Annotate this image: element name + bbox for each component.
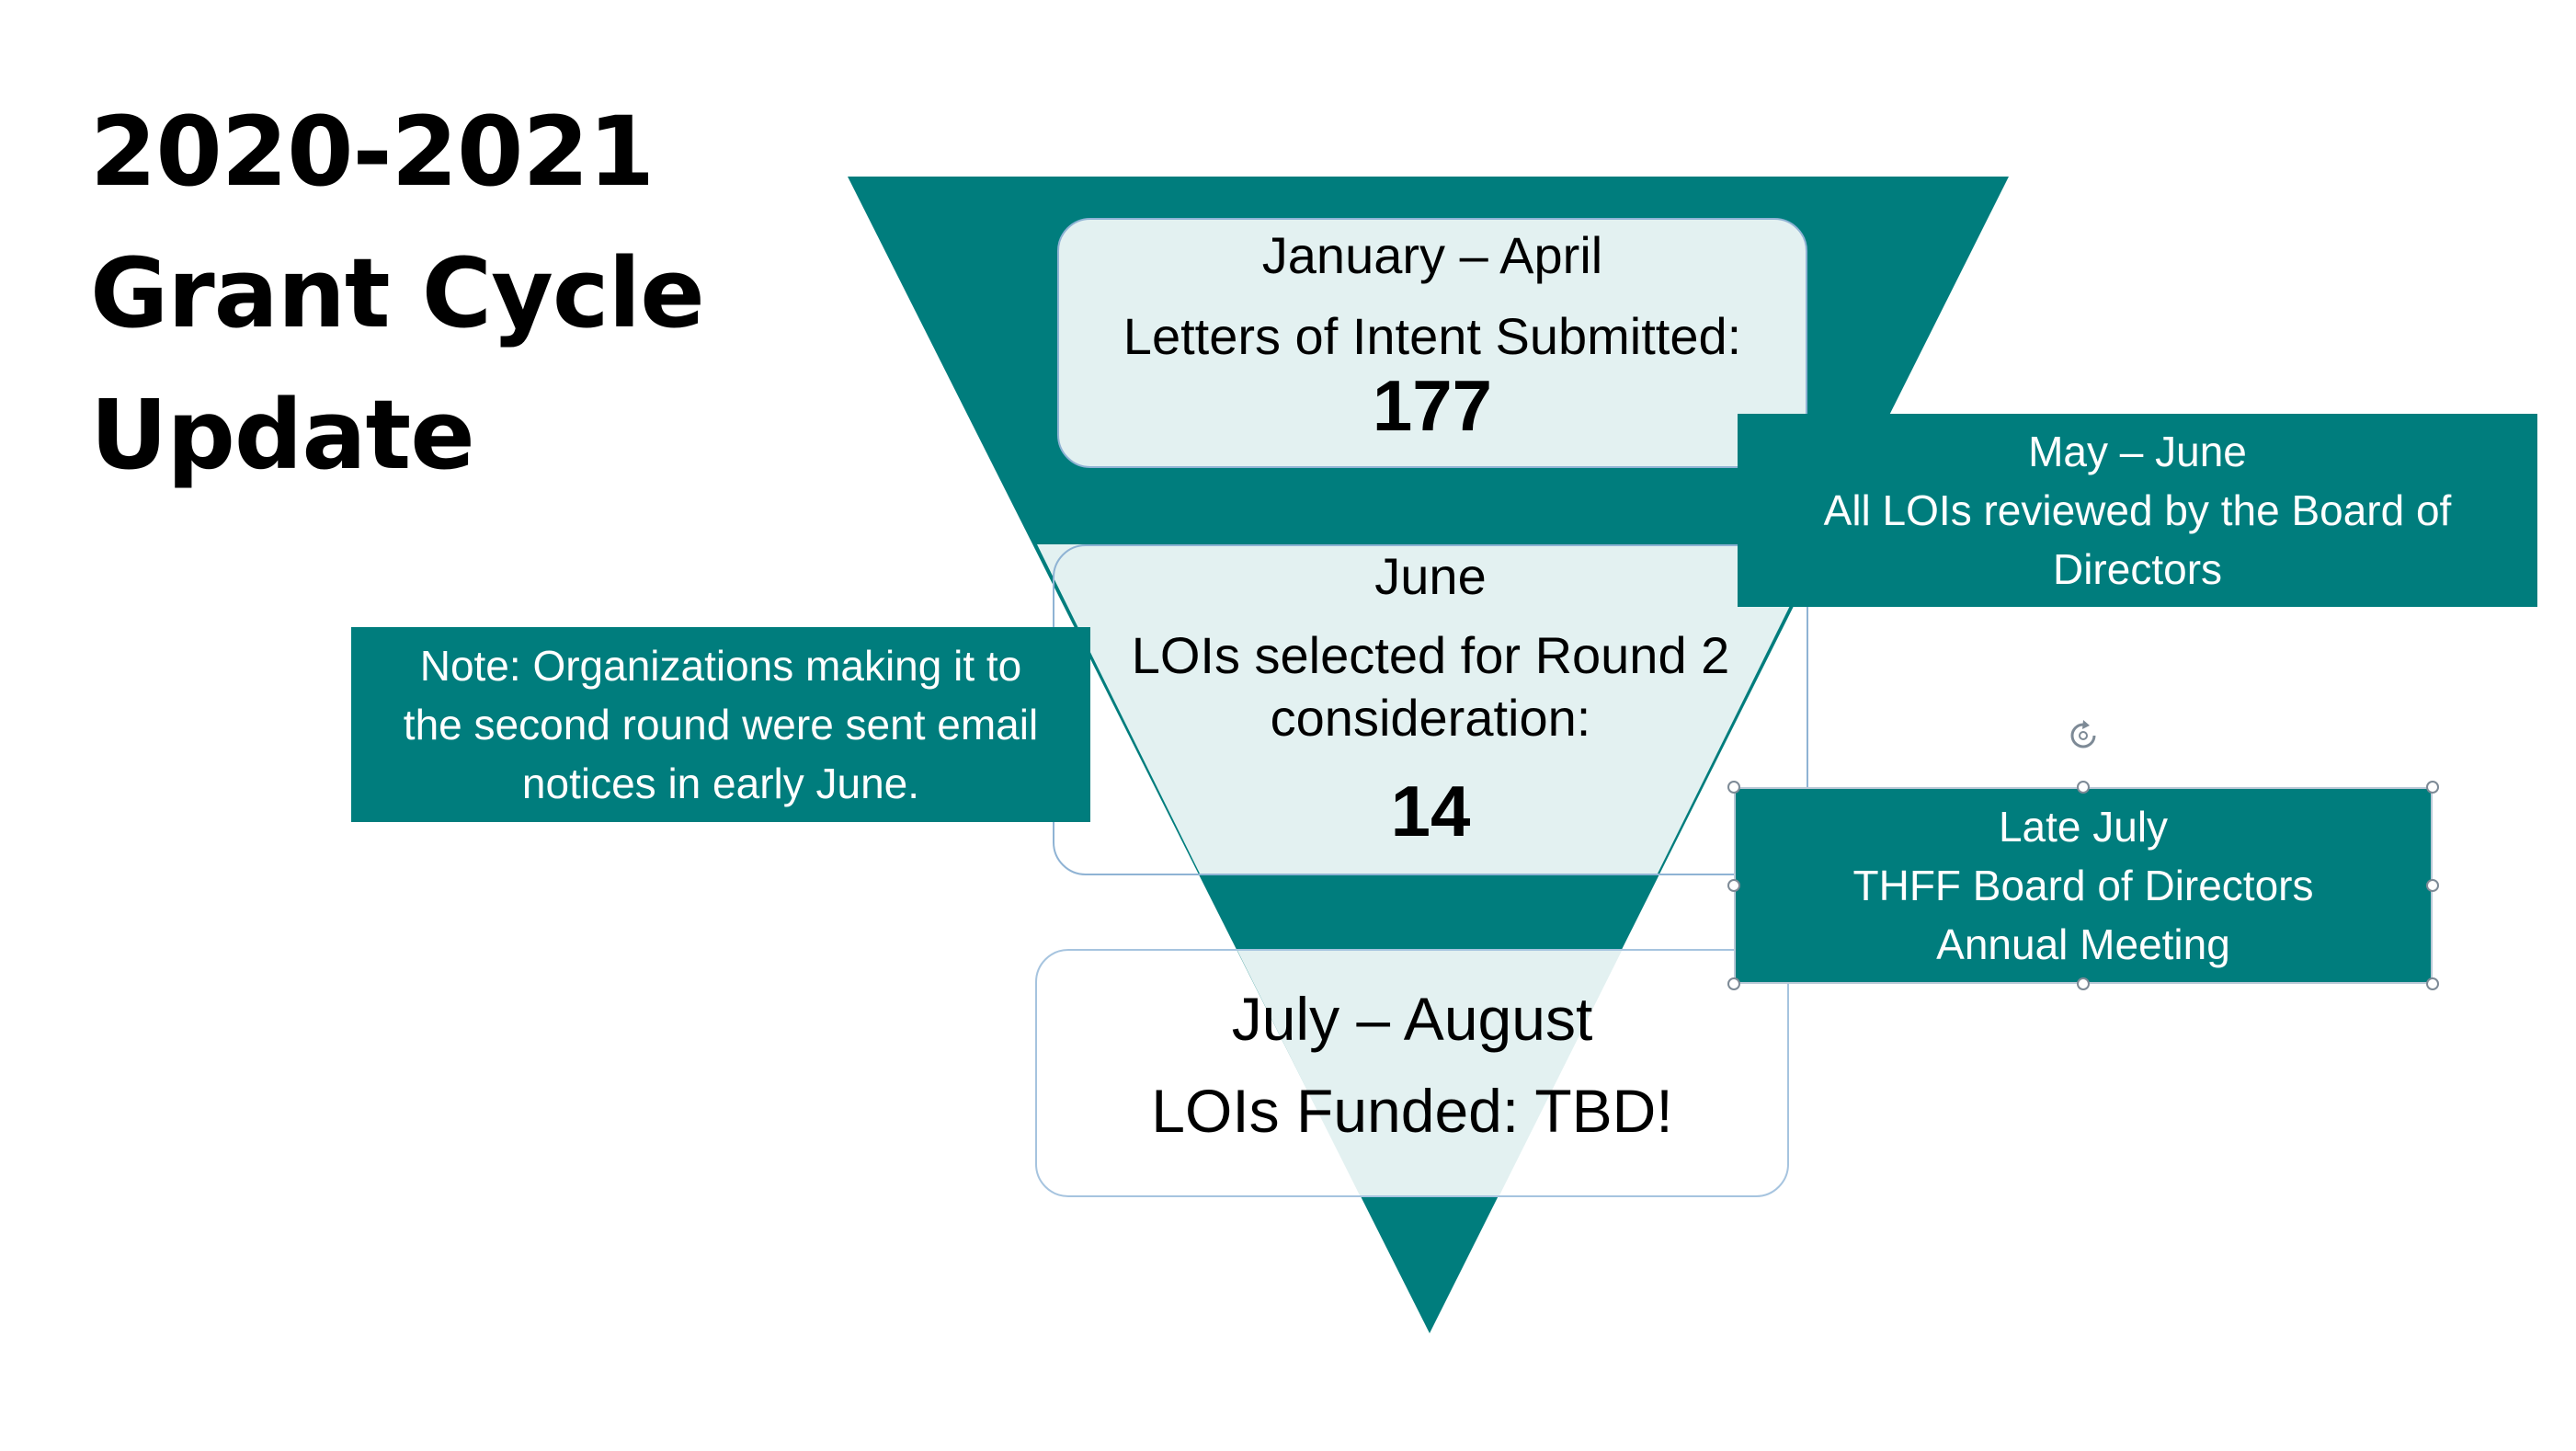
callout-line: All LOIs reviewed by the Board of bbox=[1823, 486, 2452, 534]
callout-board-review: May – June All LOIs reviewed by the Boar… bbox=[1738, 414, 2537, 607]
stage-period: January – April bbox=[1261, 226, 1603, 284]
stage-period: June bbox=[1374, 547, 1487, 605]
callout-line: May – June bbox=[2028, 428, 2247, 475]
resize-handle-left[interactable] bbox=[1727, 879, 1740, 892]
stage-description-line2: consideration: bbox=[1270, 689, 1591, 747]
funnel-highlight-stage2 bbox=[1037, 544, 1820, 875]
stage-count: 14 bbox=[1390, 771, 1471, 851]
stage-count: 177 bbox=[1372, 365, 1493, 446]
callout-line: notices in early June. bbox=[521, 760, 920, 807]
stage-description-line1: LOIs selected for Round 2 bbox=[1131, 626, 1730, 684]
callout-annual-meeting[interactable]: Late July THFF Board of Directors Annual… bbox=[1734, 787, 2433, 984]
callout-note: Note: Organizations making it to the sec… bbox=[351, 627, 1090, 822]
stage-description: LOIs Funded: TBD! bbox=[1151, 1077, 1673, 1145]
resize-handle-bottom-right[interactable] bbox=[2426, 977, 2439, 990]
callout-line: Directors bbox=[2052, 545, 2223, 593]
resize-handle-bottom[interactable] bbox=[2077, 977, 2090, 990]
rotate-handle-icon[interactable] bbox=[2067, 719, 2100, 752]
resize-handle-top[interactable] bbox=[2077, 781, 2090, 794]
stage-period: July – August bbox=[1231, 985, 1593, 1053]
resize-handle-bottom-left[interactable] bbox=[1727, 977, 1740, 990]
callout-line: the second round were sent email bbox=[403, 701, 1039, 748]
callout-line: Late July bbox=[1998, 803, 2169, 851]
stage-box-funded: July – August LOIs Funded: TBD! bbox=[1035, 949, 1789, 1197]
resize-handle-top-right[interactable] bbox=[2426, 781, 2439, 794]
stage-box-loi-submitted: January – April Letters of Intent Submit… bbox=[1057, 218, 1807, 468]
funnel-highlight-stage3 bbox=[1237, 949, 1623, 1197]
stage-box-round2: June LOIs selected for Round 2 considera… bbox=[1053, 544, 1808, 875]
resize-handle-top-left[interactable] bbox=[1727, 781, 1740, 794]
title-line-1: 2020-2021 bbox=[90, 96, 655, 208]
callout-line: Note: Organizations making it to bbox=[419, 642, 1022, 690]
title-line-3: Update bbox=[90, 379, 475, 491]
callout-line: THFF Board of Directors bbox=[1852, 862, 2314, 909]
callout-line: Annual Meeting bbox=[1936, 920, 2230, 968]
slide-title: 2020-2021 Grant Cycle Update bbox=[90, 81, 705, 506]
resize-handle-right[interactable] bbox=[2426, 879, 2439, 892]
title-line-2: Grant Cycle bbox=[90, 237, 705, 349]
stage-description: Letters of Intent Submitted: bbox=[1123, 307, 1742, 365]
